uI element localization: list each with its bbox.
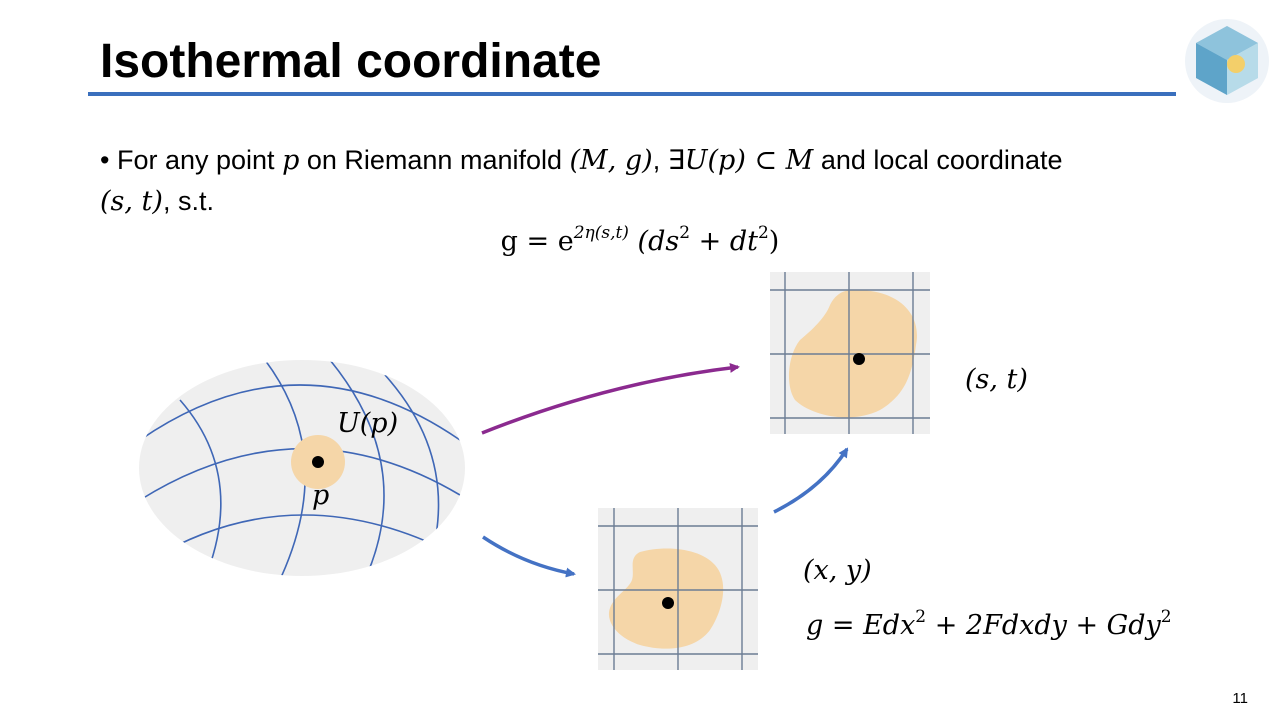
- bullet-text-5: , s.t.: [162, 186, 214, 216]
- bullet-statement: • For any point p on Riemann manifold (M…: [100, 140, 1100, 222]
- eq-square-2: 2: [757, 223, 769, 243]
- metric-square-1: 2: [915, 607, 927, 627]
- isothermal-panel: [770, 272, 930, 434]
- conformal-change-arrow: [773, 447, 849, 514]
- coord-symbol: (s, t): [100, 186, 163, 217]
- isothermal-coord-label: (s, t): [965, 364, 1028, 395]
- isothermal-map-arrow: [481, 362, 740, 435]
- eq-mid: + dt: [690, 226, 758, 257]
- bullet-text-3: , ∃: [652, 145, 685, 175]
- bullet-text-1: For any point: [116, 145, 283, 175]
- manifold-symbol: (M, g): [569, 145, 653, 176]
- point-label: p: [312, 480, 330, 511]
- local-coord-label: (x, y): [803, 555, 872, 586]
- slide-title: Isothermal coordinate: [100, 35, 602, 88]
- eq-lhs: g = e: [500, 226, 574, 257]
- eq-square-1: 2: [679, 223, 691, 243]
- metric-square-2: 2: [1160, 607, 1172, 627]
- local-map-arrow: [482, 535, 576, 578]
- bullet-text-2: on Riemann manifold: [299, 145, 570, 175]
- point-p: p: [282, 145, 300, 176]
- conformal-metric-equation: g = e2η(s,t) (ds2 + dt2): [0, 223, 1280, 258]
- neighborhood-symbol: U(p): [684, 145, 746, 176]
- manifold-surface: [139, 360, 465, 576]
- eq-exponent: 2η(s,t): [573, 223, 629, 243]
- metric-lhs: g = Edx: [806, 610, 916, 641]
- subset-symbol: ⊂: [745, 145, 786, 176]
- bullet-text-4: and local coordinate: [813, 145, 1063, 175]
- eq-rhs-close: ): [768, 226, 780, 257]
- first-fundamental-form: g = Edx2 + 2Fdxdy + Gdy2: [806, 607, 1172, 642]
- page-number: 11: [1232, 690, 1248, 707]
- metric-mid: + 2Fdxdy + Gdy: [926, 610, 1161, 641]
- bullet-marker: •: [100, 145, 110, 175]
- local-coordinate-panel: [598, 508, 758, 670]
- manifold-M: M: [785, 145, 814, 176]
- title-rule: [88, 92, 1176, 96]
- cube-logo-icon: [1185, 19, 1269, 103]
- eq-rhs-open: (ds: [628, 226, 680, 257]
- neighborhood-label: U(p): [337, 408, 399, 439]
